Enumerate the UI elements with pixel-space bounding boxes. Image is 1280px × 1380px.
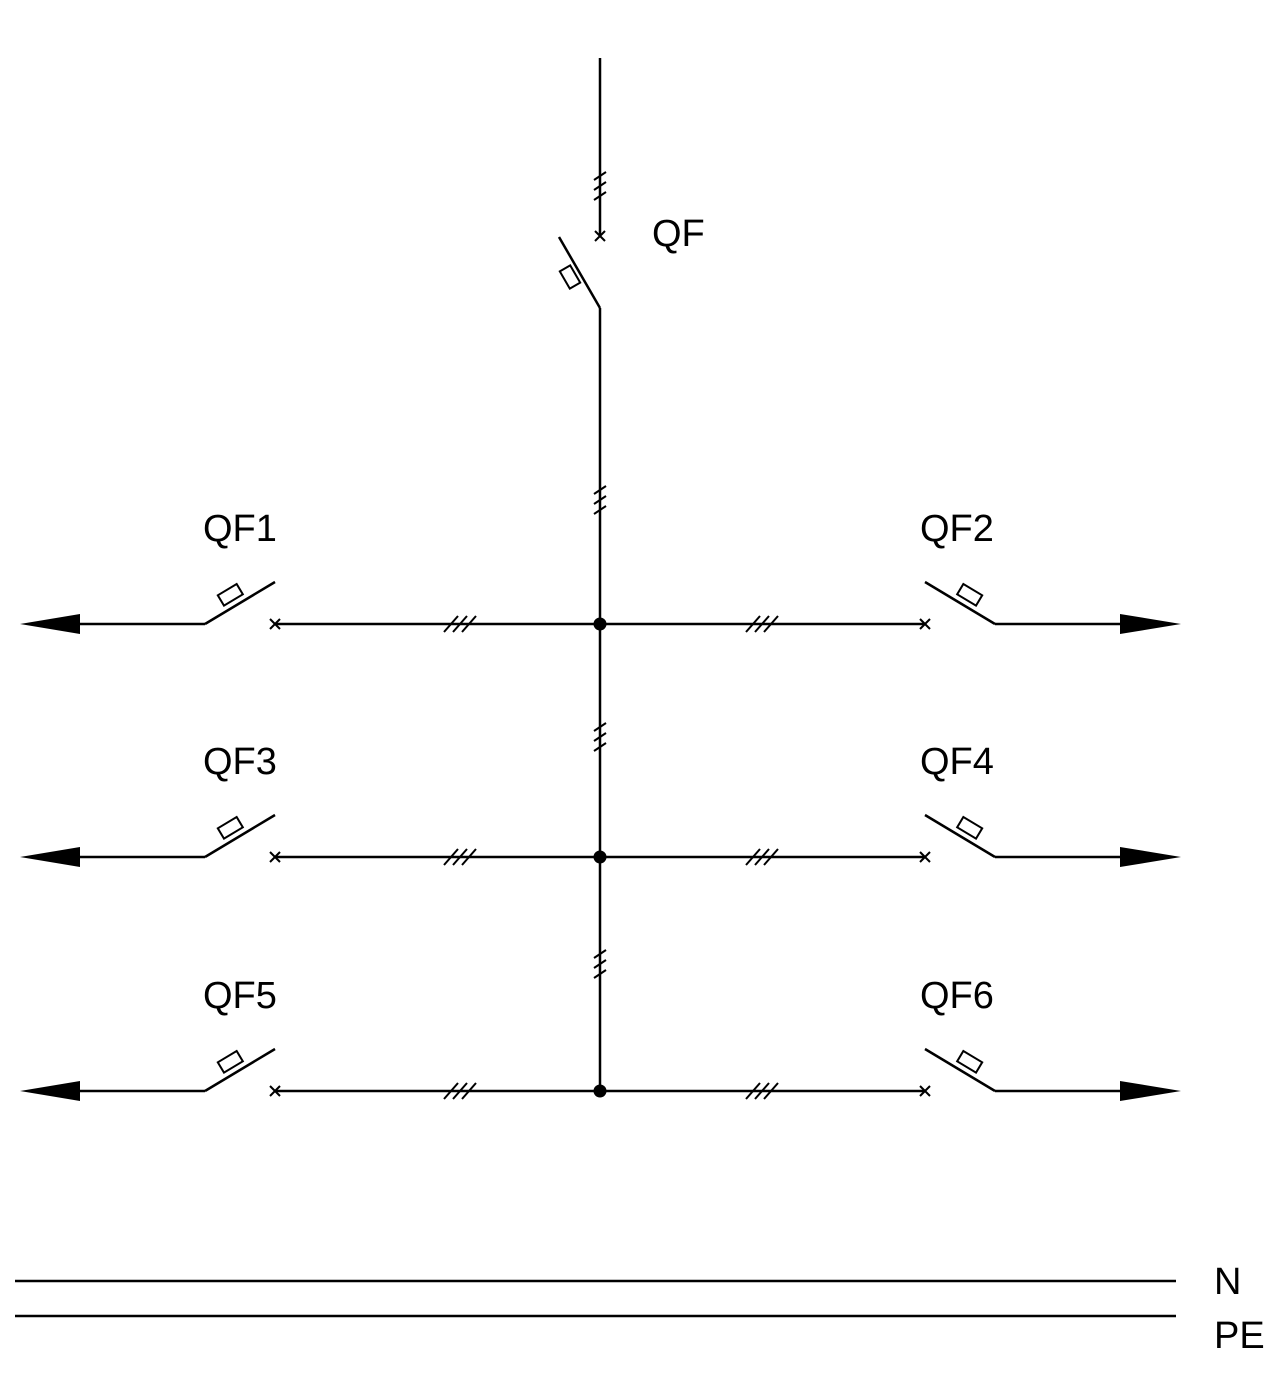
feeder-qf6: QF6 bbox=[600, 975, 1181, 1101]
conductor-pe: PE bbox=[15, 1314, 1265, 1357]
breaker-trip-element bbox=[216, 582, 245, 607]
phase-ticks bbox=[443, 615, 477, 633]
feeder-qf3: QF3 bbox=[20, 741, 607, 867]
breaker-trip-element bbox=[955, 815, 984, 840]
breaker-blade bbox=[924, 1047, 996, 1093]
feeder-qf2: QF2 bbox=[600, 508, 1181, 634]
phase-ticks-bus-3 bbox=[593, 949, 607, 979]
breaker-trip-element bbox=[216, 815, 245, 840]
breaker-blade bbox=[204, 813, 276, 859]
phase-ticks-incoming bbox=[593, 171, 607, 201]
phase-ticks bbox=[443, 848, 477, 866]
breaker-cross-mark bbox=[269, 618, 281, 630]
arrow-icon bbox=[1120, 614, 1181, 634]
vertical-bus bbox=[593, 308, 607, 1091]
feeder-label: QF3 bbox=[203, 741, 277, 783]
n-label: N bbox=[1214, 1261, 1241, 1303]
breaker-blade bbox=[924, 813, 996, 859]
breaker-blade bbox=[204, 1047, 276, 1093]
breaker-trip-element bbox=[558, 263, 582, 291]
phase-ticks bbox=[745, 848, 779, 866]
phase-ticks-bus-1 bbox=[593, 485, 607, 515]
breaker-trip-element bbox=[216, 1049, 245, 1074]
arrow-icon bbox=[20, 614, 80, 634]
feeder-qf5: QF5 bbox=[20, 975, 607, 1101]
breaker-cross-mark bbox=[919, 851, 931, 863]
phase-ticks bbox=[745, 1082, 779, 1100]
arrow-icon bbox=[20, 847, 80, 867]
breaker-cross-mark bbox=[269, 851, 281, 863]
feeder-label: QF6 bbox=[920, 975, 994, 1017]
breaker-blade bbox=[924, 580, 996, 626]
main-breaker-qf: QF bbox=[557, 58, 705, 309]
conductor-n: N bbox=[15, 1261, 1241, 1303]
phase-ticks bbox=[443, 1082, 477, 1100]
feeder-label: QF2 bbox=[920, 508, 994, 550]
feeder-label: QF4 bbox=[920, 741, 994, 783]
pe-label: PE bbox=[1214, 1315, 1265, 1357]
breaker-cross-mark bbox=[269, 1085, 281, 1097]
feeder-label: QF1 bbox=[203, 508, 277, 550]
feeder-qf1: QF1 bbox=[20, 508, 607, 634]
arrow-icon bbox=[1120, 1081, 1181, 1101]
breaker-trip-element bbox=[955, 1049, 984, 1074]
breaker-cross-mark bbox=[594, 230, 606, 242]
breaker-trip-element bbox=[955, 582, 984, 607]
phase-ticks bbox=[745, 615, 779, 633]
arrow-icon bbox=[20, 1081, 80, 1101]
arrow-icon bbox=[1120, 847, 1181, 867]
breaker-cross-mark bbox=[919, 618, 931, 630]
feeder-qf4: QF4 bbox=[600, 741, 1181, 867]
main-breaker-label: QF bbox=[652, 213, 705, 255]
breaker-blade bbox=[557, 236, 602, 309]
breaker-cross-mark bbox=[919, 1085, 931, 1097]
phase-ticks-bus-2 bbox=[593, 722, 607, 752]
breaker-blade bbox=[204, 580, 276, 626]
feeder-label: QF5 bbox=[203, 975, 277, 1017]
